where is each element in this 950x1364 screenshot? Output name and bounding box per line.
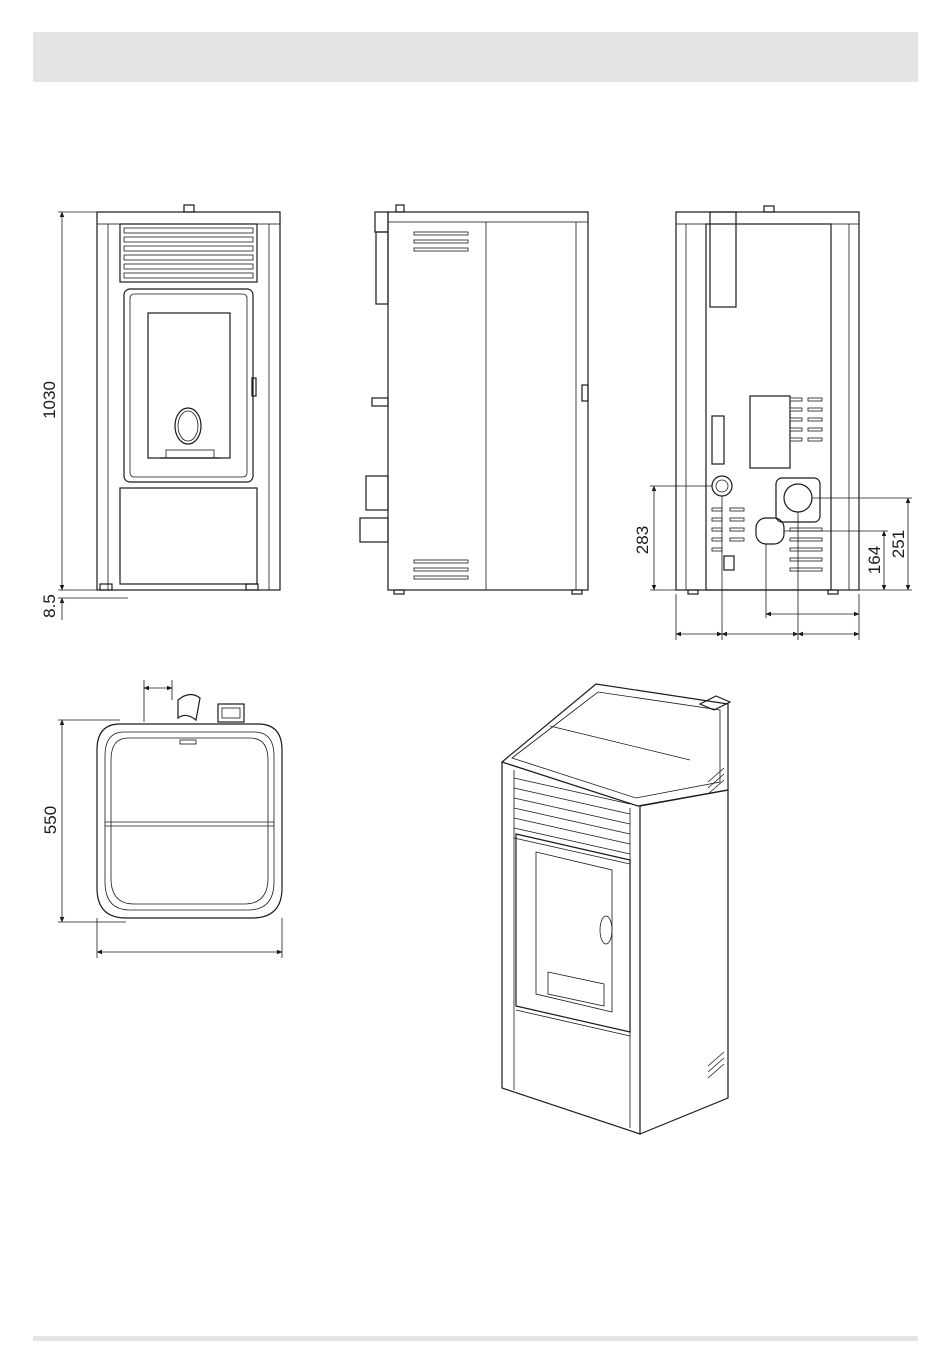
flue-center-height-label: 251 xyxy=(889,530,908,558)
perspective-top-grille xyxy=(514,778,630,864)
side-bottom-vents xyxy=(414,560,468,579)
air-inlet-height-label: 164 xyxy=(865,546,884,574)
dimension-height: 1030 8.5 xyxy=(40,212,128,620)
door-window-oval xyxy=(175,408,201,444)
perspective-side-vents xyxy=(708,768,724,1078)
flue-outlet-height-label: 283 xyxy=(633,526,652,554)
rear-view xyxy=(676,206,859,594)
feet-height-label: 8.5 xyxy=(40,594,59,618)
side-top-vents xyxy=(414,232,468,251)
front-view xyxy=(97,205,280,590)
footer-line xyxy=(33,1336,918,1341)
height-total-label: 1030 xyxy=(40,381,59,419)
rear-vents-left xyxy=(712,508,744,551)
perspective-view xyxy=(502,684,730,1134)
front-top-grille xyxy=(124,228,253,278)
depth-label: 550 xyxy=(41,806,60,834)
rear-dimensions: 283 164 251 xyxy=(633,486,912,640)
top-view xyxy=(97,694,282,918)
top-view-dimensions: 550 xyxy=(41,680,282,958)
flue-pipe-top xyxy=(178,694,200,720)
side-view xyxy=(360,205,588,594)
flue-outlet xyxy=(712,476,732,496)
air-inlet xyxy=(784,484,812,512)
